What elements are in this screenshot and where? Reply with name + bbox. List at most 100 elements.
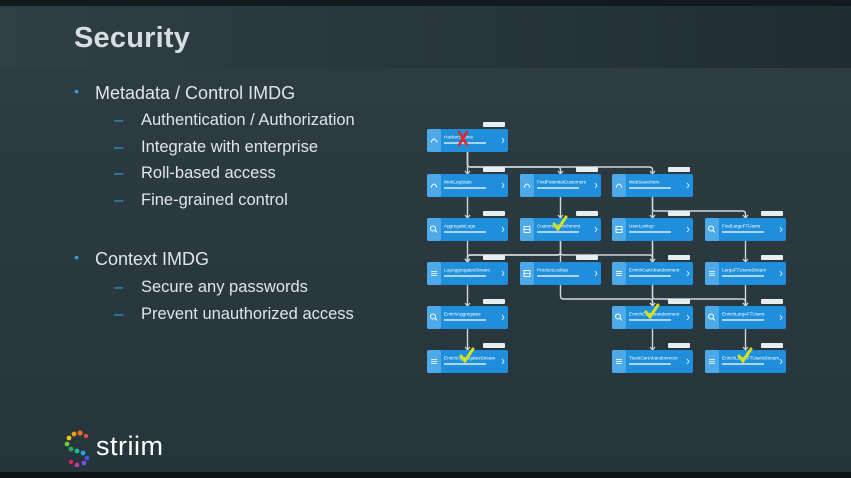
dash-icon: – (114, 278, 124, 296)
flow-node[interactable]: WebSearchers (612, 167, 693, 197)
node-box (705, 350, 786, 373)
flow-node[interactable]: EnrichAggregates (427, 299, 508, 329)
node-sublabel (629, 363, 671, 365)
node-icon-cell (612, 306, 626, 329)
flow-icon (615, 183, 623, 188)
node-sublabel (629, 319, 671, 321)
node-label: UserLookup (629, 224, 654, 229)
node-tag (483, 299, 505, 304)
checkmark-icon (552, 215, 568, 232)
sub-bullet: – Secure any passwords (114, 278, 308, 297)
sub-bullet-text: Prevent unauthorized access (141, 305, 354, 323)
node-label: EnrichAggregates (444, 312, 481, 317)
search-icon (615, 313, 623, 321)
node-label: EnrichCartAbandonment (629, 268, 680, 273)
node-sublabel (629, 231, 671, 233)
node-tag (668, 255, 690, 260)
node-label: ProductLookup (537, 268, 568, 273)
search-icon (430, 313, 438, 321)
stream-icon (431, 271, 437, 276)
striim-logo-icon (64, 430, 90, 467)
flow-connector (559, 241, 654, 262)
node-label: EnrichCartAbandonment (629, 312, 680, 317)
flow-node[interactable]: UserLookup (612, 211, 693, 241)
node-label: EnrichAggregatesStream (444, 356, 495, 361)
node-sublabel (722, 319, 764, 321)
bottom-border (0, 472, 851, 478)
node-label: FindLargeFTUsers (722, 224, 761, 229)
chevron-right-icon (501, 270, 505, 277)
slide-title: Security (74, 22, 191, 54)
chevron-right-icon (686, 314, 690, 321)
flow-node[interactable]: LargeFTUsersStream (705, 255, 786, 285)
flow-node[interactable]: TrackCartAbandonment (612, 343, 693, 373)
chevron-right-icon (501, 314, 505, 321)
flow-node[interactable]: CustomerEnrichment (520, 211, 601, 241)
bullet-section-context: • Context IMDG (74, 249, 209, 270)
node-icon-cell (427, 174, 441, 197)
flow-connector (559, 285, 654, 306)
chevron-right-icon (686, 270, 690, 277)
flow-node[interactable]: EnrichCartAbandonment (612, 299, 693, 329)
bullet-dot-icon: • (74, 249, 79, 265)
node-tag (483, 255, 505, 260)
node-box (520, 262, 601, 285)
node-icon-cell (612, 174, 626, 197)
node-sublabel (444, 187, 486, 189)
node-box (427, 174, 508, 197)
sub-bullet: – Roll-based access (114, 164, 276, 183)
stream-icon (709, 271, 715, 276)
chevron-right-icon (501, 182, 505, 189)
chevron-right-icon (779, 270, 783, 277)
sub-bullet-text: Authentication / Authorization (141, 111, 355, 129)
flow-node[interactable]: LogAggregatesStream (427, 255, 508, 285)
node-label: EnrichLargeFTUsersStream (722, 356, 779, 361)
flow-node[interactable]: WebLogStats (427, 167, 508, 197)
flow-node[interactable]: HackerSource (427, 122, 508, 152)
node-box (520, 218, 601, 241)
node-icon-cell (705, 306, 719, 329)
flow-node[interactable]: AggregateLogs (427, 211, 508, 241)
flow-node[interactable]: ProductLookup (520, 255, 601, 285)
stream-icon (616, 359, 622, 364)
stream-icon (431, 359, 437, 364)
node-icon-cell (427, 218, 441, 241)
node-tag (761, 343, 783, 348)
node-tag (576, 167, 598, 172)
node-tag (483, 211, 505, 216)
top-border (0, 0, 851, 6)
flow-node[interactable]: EnrichCartAbandonment (612, 255, 693, 285)
node-sublabel (444, 363, 486, 365)
flow-node[interactable]: FindLargeFTUsers (705, 211, 786, 241)
node-icon-cell (705, 218, 719, 241)
flow-icon (523, 183, 531, 188)
node-label: WebLogStats (444, 180, 472, 185)
stream-icon (616, 271, 622, 276)
chevron-right-icon (594, 182, 598, 189)
node-tag (668, 167, 690, 172)
table-icon (523, 270, 531, 277)
node-tag (761, 211, 783, 216)
flow-node[interactable]: EnrichLargeFTUsersStream (705, 343, 786, 373)
node-box (612, 218, 693, 241)
dash-icon: – (114, 138, 124, 156)
flow-connector (466, 241, 562, 262)
node-label: HackerSource (444, 135, 474, 140)
flow-node[interactable]: FindPotentialCustomers (520, 167, 601, 197)
node-sublabel (444, 275, 486, 277)
node-tag (483, 167, 505, 172)
dash-icon: – (114, 164, 124, 182)
node-box (427, 306, 508, 329)
node-sublabel (444, 319, 486, 321)
flow-node[interactable]: EnrichLargeFTUsers (705, 299, 786, 329)
flow-connector (651, 197, 747, 218)
chevron-right-icon (779, 358, 783, 365)
node-box (612, 350, 693, 373)
dash-icon: – (114, 191, 124, 209)
node-label: FindPotentialCustomers (537, 180, 587, 185)
node-sublabel (537, 231, 579, 233)
flow-node[interactable]: EnrichAggregatesStream (427, 343, 508, 373)
bullet-heading: Metadata / Control IMDG (95, 83, 296, 103)
flow-connector (466, 251, 562, 285)
node-icon-cell (427, 306, 441, 329)
